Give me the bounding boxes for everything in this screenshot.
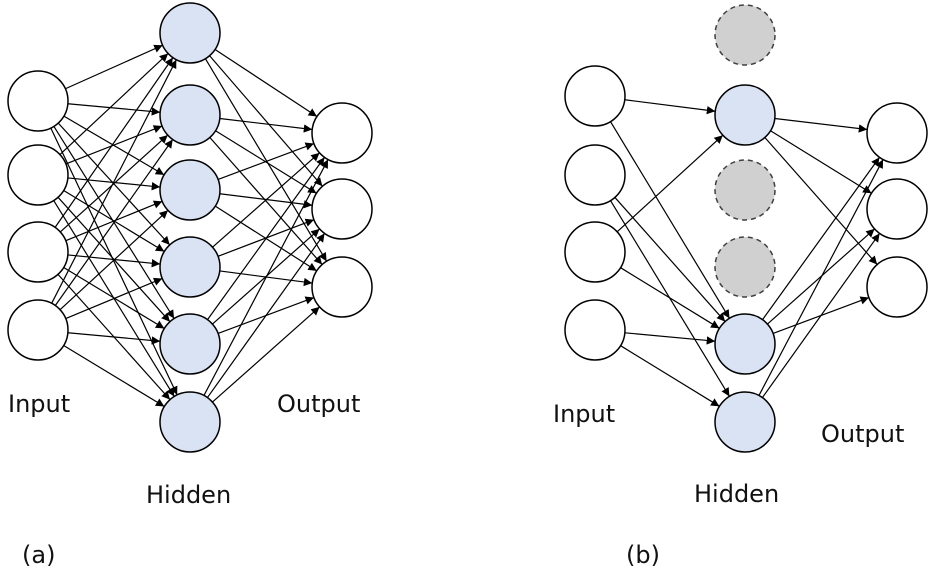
connection-arrow xyxy=(67,332,161,345)
panel-a-hidden-label: Hidden xyxy=(146,481,232,509)
connection-arrow xyxy=(63,345,165,407)
input-neuron xyxy=(564,299,626,361)
connection-arrow xyxy=(203,159,329,396)
connection-arrow xyxy=(616,134,724,233)
connection-arrow xyxy=(54,57,174,228)
panel-a-connections xyxy=(50,44,329,407)
output-neuron xyxy=(311,256,373,318)
panel-a-caption: (a) xyxy=(22,541,56,569)
panel-a-input-label: Input xyxy=(8,390,71,418)
connection-arrow xyxy=(219,117,313,133)
dropped-hidden-neuron xyxy=(714,4,776,66)
connection-arrow xyxy=(65,125,163,165)
connection-arrow xyxy=(214,48,318,118)
hidden-neuron xyxy=(159,2,221,64)
hidden-neuron xyxy=(159,313,221,375)
hidden-neuron xyxy=(159,84,221,146)
connection-arrow xyxy=(50,127,178,396)
connection-arrow xyxy=(212,306,320,403)
connection-arrow xyxy=(761,233,881,398)
hidden-neuron xyxy=(714,313,776,375)
connection-arrow xyxy=(758,159,884,396)
connection-arrow xyxy=(620,345,720,407)
connection-arrow xyxy=(764,137,878,265)
connection-arrow xyxy=(65,44,163,90)
connection-arrow xyxy=(54,139,174,306)
connection-arrow xyxy=(624,332,716,345)
dropped-hidden-neuron xyxy=(714,236,776,298)
hidden-neuron xyxy=(159,391,221,453)
connection-arrow xyxy=(209,137,323,265)
connection-arrow xyxy=(209,55,323,187)
hidden-neuron xyxy=(714,84,776,146)
input-neuron xyxy=(564,144,626,206)
panel-b-hidden-label: Hidden xyxy=(694,480,780,508)
output-neuron xyxy=(866,102,928,164)
panel-b-output-label: Output xyxy=(821,420,905,448)
panel-b-caption: (b) xyxy=(626,541,660,569)
connection-arrow xyxy=(206,233,326,398)
connection-arrow xyxy=(207,156,325,321)
connection-arrow xyxy=(762,156,880,321)
input-neuron xyxy=(7,221,69,283)
connection-arrow xyxy=(65,277,163,320)
connection-arrow xyxy=(624,99,716,115)
input-neuron xyxy=(7,299,69,361)
panel-b-nodes xyxy=(564,4,928,453)
input-neuron xyxy=(564,221,626,283)
panel-a-output-label: Output xyxy=(277,390,361,418)
connection-arrow xyxy=(610,121,730,319)
connection-arrow xyxy=(770,130,872,194)
panel-b-input-label: Input xyxy=(553,400,616,428)
connection-arrow xyxy=(51,59,177,304)
connection-arrow xyxy=(59,209,169,311)
connection-arrow xyxy=(774,117,868,133)
output-neuron xyxy=(866,256,928,318)
hidden-neuron xyxy=(159,159,221,221)
connection-arrow xyxy=(65,200,163,242)
hidden-neuron xyxy=(714,391,776,453)
input-neuron xyxy=(564,65,626,127)
connection-arrow xyxy=(59,134,169,233)
connection-arrow xyxy=(212,152,320,248)
connection-arrow xyxy=(217,142,315,181)
connection-arrow xyxy=(614,197,726,322)
input-neuron xyxy=(7,70,69,132)
output-neuron xyxy=(866,178,928,240)
connection-arrow xyxy=(620,267,720,329)
dropped-hidden-neuron xyxy=(714,159,776,221)
input-neuron xyxy=(7,144,69,206)
hidden-neuron xyxy=(159,236,221,298)
output-neuron xyxy=(311,178,373,240)
panel-a-nodes xyxy=(7,2,373,453)
connection-arrow xyxy=(204,58,328,262)
output-neuron xyxy=(311,102,373,164)
connection-arrow xyxy=(59,53,169,155)
panel-b-connections xyxy=(610,99,884,407)
connection-arrow xyxy=(67,103,161,116)
